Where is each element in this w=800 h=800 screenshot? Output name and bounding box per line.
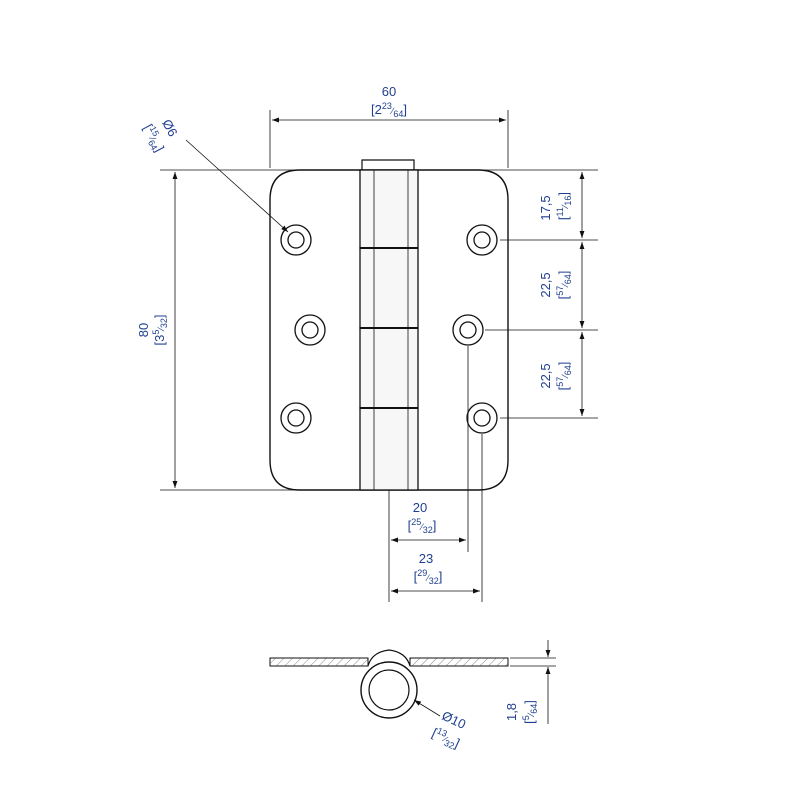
hole-spacing-dimensions: 17,5 [11⁄16] 22,5 [57⁄64] 22,5 [57⁄64] [480, 169, 598, 419]
leaf-thickness-dimension: 1,8 [5⁄64] [504, 640, 556, 724]
height-dimension: 80 [35⁄32] [136, 169, 300, 491]
height-imperial: [35⁄32] [151, 314, 169, 345]
width-imperial: [223⁄64] [371, 101, 407, 119]
knuckle-segment-2 [359, 247, 419, 329]
center-to-outer-hole-value: 23 [419, 551, 433, 566]
hole-diameter-value: Ø6 [159, 117, 180, 139]
screw-hole-right-middle [452, 314, 484, 346]
center-to-middle-hole-imperial: [25⁄32] [408, 517, 437, 535]
leaf-thickness-imperial: [5⁄64] [521, 700, 539, 724]
screw-hole-right-bottom [466, 402, 498, 434]
height-value: 80 [136, 323, 151, 337]
pin-cap [361, 159, 415, 170]
knuckle-inner-circle [368, 669, 410, 711]
hole-diameter-callout: Ø6 [15⁄64] [139, 117, 289, 233]
hinge-side-view [269, 649, 509, 719]
knuckle-diameter-callout: Ø10 [13⁄32] [413, 699, 468, 753]
screw-hole-left-bottom [280, 402, 312, 434]
hole-pitch-2-imperial: [57⁄64] [555, 362, 573, 391]
right-leaf-section [409, 657, 509, 667]
top-hole-offset-value: 17,5 [538, 195, 553, 220]
knuckle-segment-1 [359, 169, 419, 249]
screw-hole-left-top [280, 224, 312, 256]
center-to-outer-hole-imperial: [29⁄32] [414, 568, 443, 586]
screw-hole-left-middle [294, 314, 326, 346]
hole-pitch-1-value: 22,5 [538, 272, 553, 297]
center-to-middle-hole-value: 20 [413, 500, 427, 515]
top-hole-offset-imperial: [11⁄16] [555, 192, 573, 220]
width-value: 60 [382, 84, 396, 99]
hole-pitch-1-imperial: [57⁄64] [555, 271, 573, 300]
leaf-thickness-value: 1,8 [504, 703, 519, 721]
hinge-knuckle-column [359, 159, 419, 491]
left-leaf-section [269, 657, 369, 667]
knuckle-segment-3 [359, 327, 419, 409]
screw-hole-right-top [466, 224, 498, 256]
screw-holes [280, 224, 498, 434]
knuckle-segment-4 [359, 407, 419, 491]
hinge-plate-outline [269, 169, 509, 491]
width-dimension: 60 [223⁄64] [269, 84, 509, 168]
hinge-front-view [269, 159, 509, 491]
hole-pitch-2-value: 22,5 [538, 363, 553, 388]
